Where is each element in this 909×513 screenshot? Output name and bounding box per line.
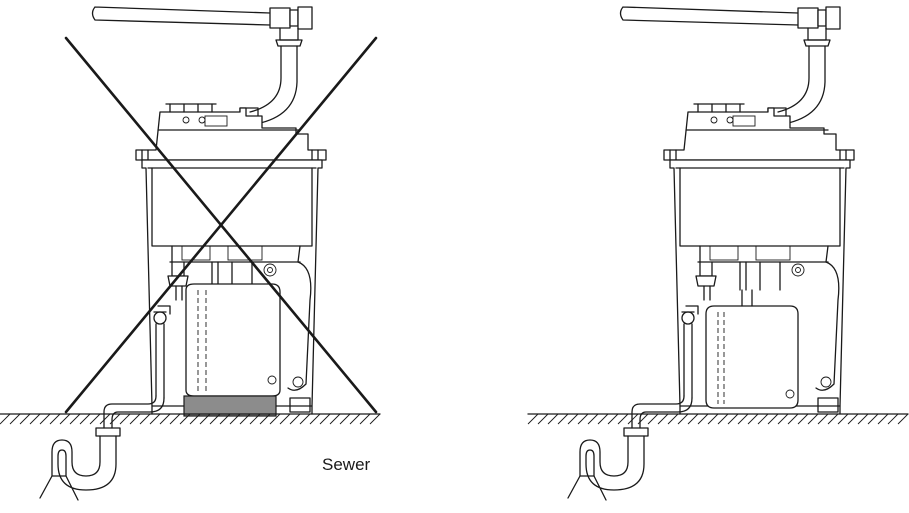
floor-hatch-line — [897, 413, 909, 425]
floor-hatch-line — [637, 413, 649, 425]
floor-hatch-line — [817, 413, 829, 425]
floor-hatch-line — [239, 413, 251, 425]
floor-hatch-line — [39, 413, 51, 425]
water-tank — [705, 305, 799, 409]
floor-hatch-line — [329, 413, 341, 425]
floor-hatch-line — [349, 413, 361, 425]
panel-incorrect — [0, 6, 381, 501]
floor-hatch-line — [777, 413, 789, 425]
floor-hatch-line — [647, 413, 659, 425]
floor-hatch-line — [9, 413, 21, 425]
floor-hatch-line — [149, 413, 161, 425]
floor-hatch-line — [109, 413, 121, 425]
floor-hatch-line — [807, 413, 819, 425]
floor-hatch-line — [837, 413, 849, 425]
floor-hatch-line — [259, 413, 271, 425]
floor-hatch-line — [359, 413, 371, 425]
floor-hatch-line — [79, 413, 91, 425]
floor-hatch-line — [587, 413, 599, 425]
trap-connector — [95, 427, 121, 437]
floor-hatch-line — [717, 413, 729, 425]
panel-correct — [527, 6, 909, 501]
floor-hatch-line — [159, 413, 171, 425]
floor-hatch-line — [59, 413, 71, 425]
floor-hatch-line — [727, 413, 739, 425]
trap-connector — [623, 427, 649, 437]
floor-hatch-line — [527, 413, 539, 425]
cross-out-line-2 — [64, 36, 378, 414]
floor-hatch-line — [677, 413, 689, 425]
drain-hose — [103, 395, 157, 429]
floor-hatch-line — [877, 413, 889, 425]
floor-hatch-line — [139, 413, 151, 425]
floor-hatch-line — [607, 413, 619, 425]
floor-hatch-line — [249, 413, 261, 425]
floor-hatch-line — [857, 413, 869, 425]
sewer-label: Sewer — [322, 455, 371, 474]
floor-hatch-line — [827, 413, 839, 425]
floor-hatch-line — [69, 413, 81, 425]
floor-hatch-line — [627, 413, 639, 425]
floor-hatch-line — [279, 413, 291, 425]
floor-hatch-line — [657, 413, 669, 425]
floor-hatch-line — [747, 413, 759, 425]
floor-hatch-line — [757, 413, 769, 425]
drain-hose — [631, 395, 685, 429]
floor-hatch-line — [537, 413, 549, 425]
floor-hatch-line — [289, 413, 301, 425]
water-tank — [185, 283, 281, 397]
floor-hatch-line — [577, 413, 589, 425]
floor-hatch-line — [369, 413, 381, 425]
floor-hatch-line — [617, 413, 629, 425]
floor-hatch-line — [867, 413, 879, 425]
floor-hatch-line — [767, 413, 779, 425]
floor-hatch-line — [219, 413, 231, 425]
floor-hatch-line — [847, 413, 859, 425]
floor-hatch-line — [319, 413, 331, 425]
floor-hatch-line — [687, 413, 699, 425]
floor-hatch-line — [707, 413, 719, 425]
floor-hatch-line — [99, 413, 111, 425]
floor-hatch-line — [339, 413, 351, 425]
floor-hatch-line — [189, 413, 201, 425]
floor-hatch-line — [797, 413, 809, 425]
floor — [527, 413, 909, 425]
floor-hatch-line — [199, 413, 211, 425]
floor-hatch-line — [887, 413, 899, 425]
floor-hatch-line — [179, 413, 191, 425]
sewer-trap — [39, 435, 101, 499]
floor-hatch-line — [89, 413, 101, 425]
floor-hatch-line — [597, 413, 609, 425]
floor-hatch-line — [697, 413, 709, 425]
floor-hatch-line — [737, 413, 749, 425]
floor-hatch-line — [299, 413, 311, 425]
floor-hatch-line — [169, 413, 181, 425]
sewer-trap — [567, 435, 629, 499]
floor-hatch-line — [119, 413, 131, 425]
support-block — [183, 395, 277, 417]
floor-hatch-line — [547, 413, 559, 425]
floor-hatch-line — [29, 413, 41, 425]
floor-hatch-line — [129, 413, 141, 425]
floor-hatch-line — [567, 413, 579, 425]
floor-hatch-line — [0, 413, 11, 425]
floor-hatch-line — [667, 413, 679, 425]
floor-hatch-line — [229, 413, 241, 425]
floor-hatch-line — [209, 413, 221, 425]
floor-hatch-line — [309, 413, 321, 425]
floor-hatch-line — [787, 413, 799, 425]
floor-hatch-line — [19, 413, 31, 425]
floor-hatch-line — [269, 413, 281, 425]
floor — [0, 413, 381, 425]
floor-hatch-line — [49, 413, 61, 425]
floor-hatch-line — [557, 413, 569, 425]
